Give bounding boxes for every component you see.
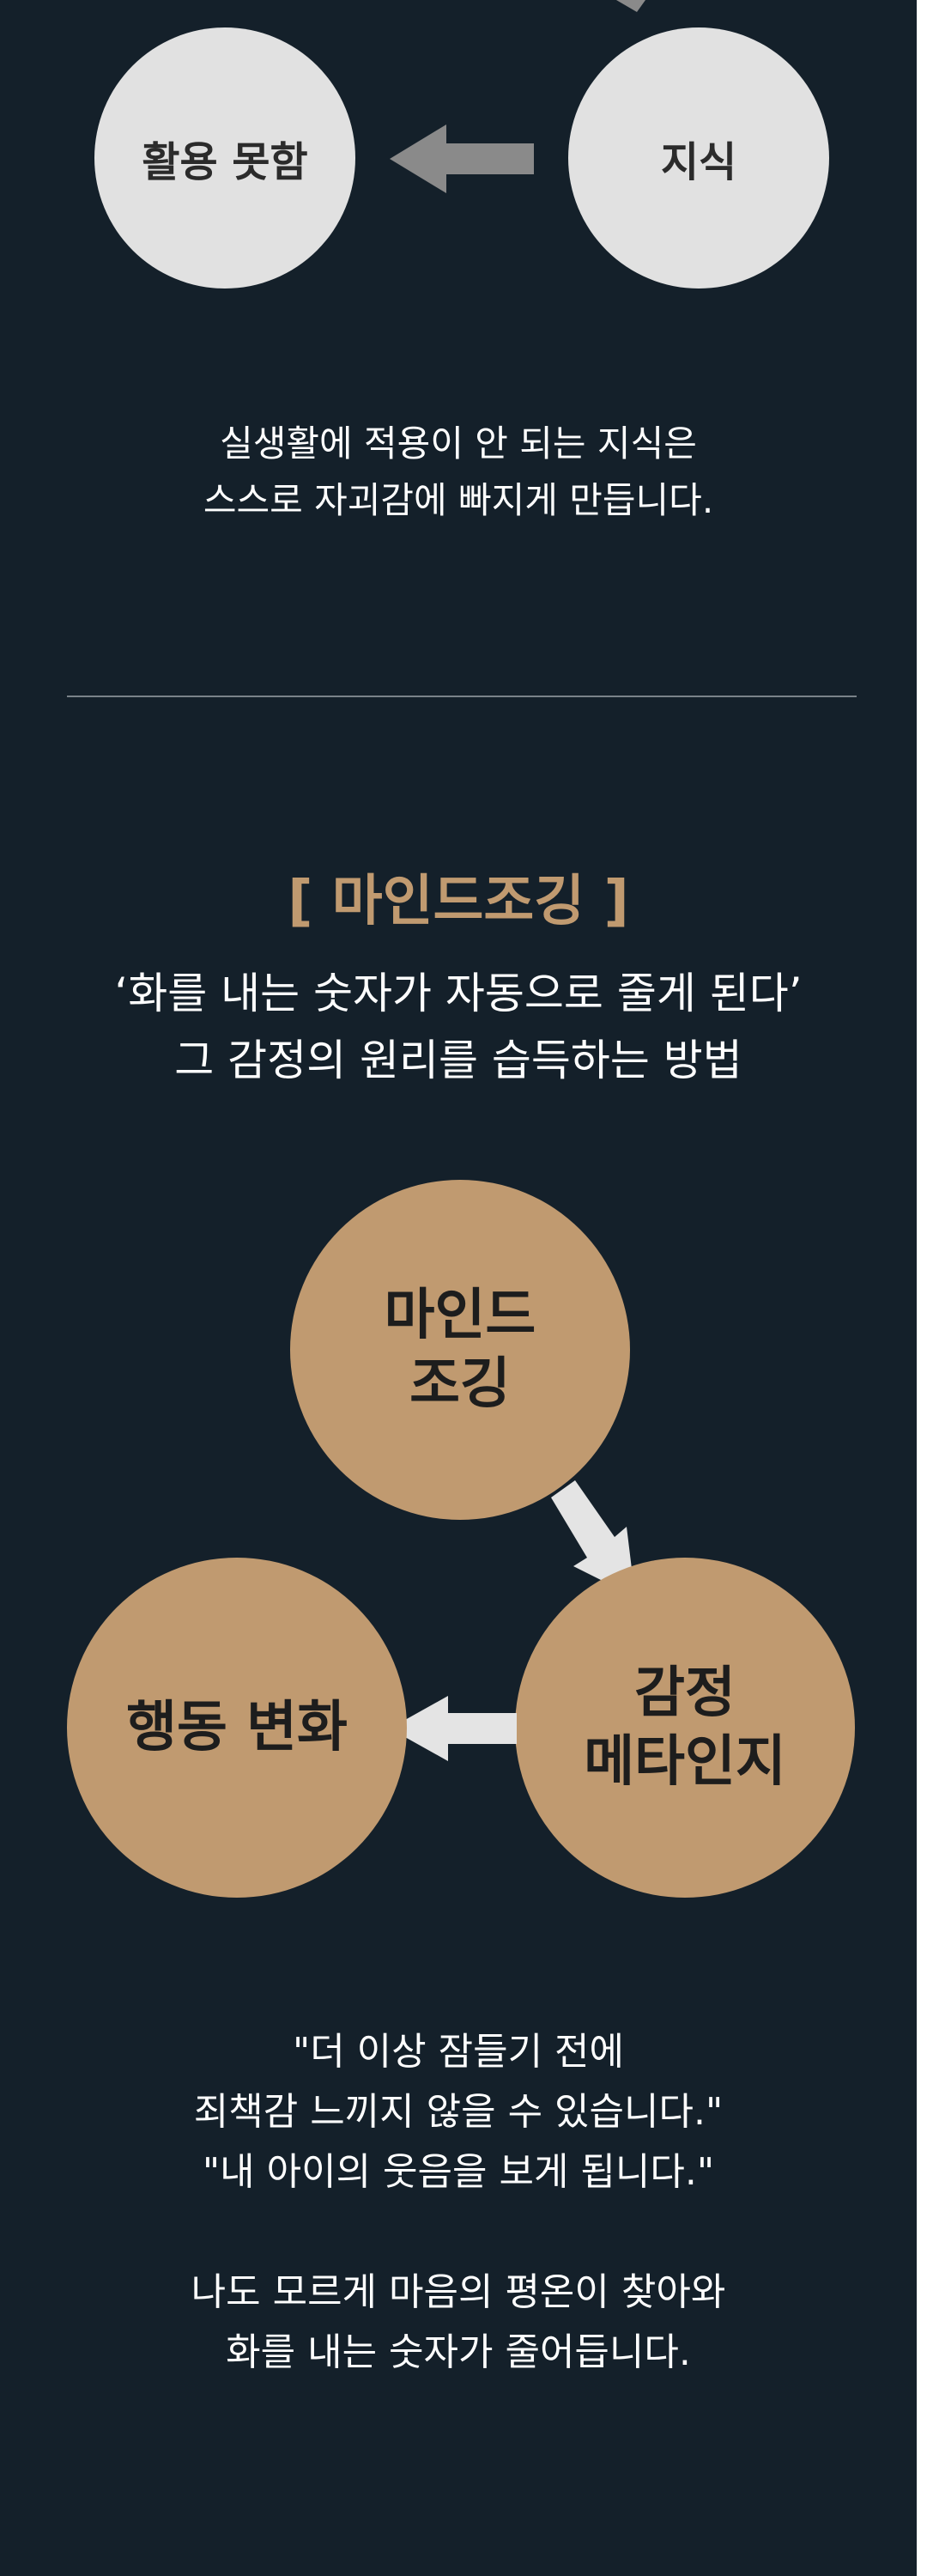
arrow-left-light (390, 1696, 517, 1761)
circle-unusable: 활용 못함 (94, 27, 355, 289)
quote-lines: "더 이상 잠들기 전에 죄책감 느끼지 않을 수 있습니다." "내 아이의 … (193, 2030, 724, 2194)
right-edge-strip (917, 0, 927, 2576)
closing-lines: 나도 모르게 마음의 평온이 찾아와 화를 내는 숫자가 줄어듭니다. (191, 2270, 726, 2374)
circle-mind-jogging: 마인드 조깅 (290, 1180, 630, 1520)
circle-behavior-change-label: 행동 변화 (126, 1696, 348, 1759)
section-title: [ 마인드조깅 ] (288, 870, 629, 933)
circle-knowledge: 지식 (568, 27, 829, 289)
circle-unusable-label: 활용 못함 (142, 138, 308, 186)
arrow-left-gray (390, 125, 534, 193)
circle-behavior-change: 행동 변화 (67, 1558, 407, 1898)
circle-emotion-metacognition: 감정 메타인지 (515, 1558, 855, 1898)
arrow-up-partial (616, 0, 645, 12)
circle-emotion-metacognition-label: 감정 메타인지 (584, 1662, 786, 1794)
top-caption: 실생활에 적용이 안 되는 지식은 스스로 자괴감에 빠지게 만듭니다. (203, 422, 714, 521)
circle-mind-jogging-label: 마인드 조깅 (384, 1284, 536, 1416)
circle-knowledge-label: 지식 (660, 138, 737, 186)
section-divider (67, 696, 857, 697)
arrow-down-right-light (551, 1480, 635, 1597)
section-subtitle: ‘화를 내는 숫자가 자동으로 줄게 된다’ 그 감정의 원리를 습득하는 방법 (114, 969, 803, 1085)
